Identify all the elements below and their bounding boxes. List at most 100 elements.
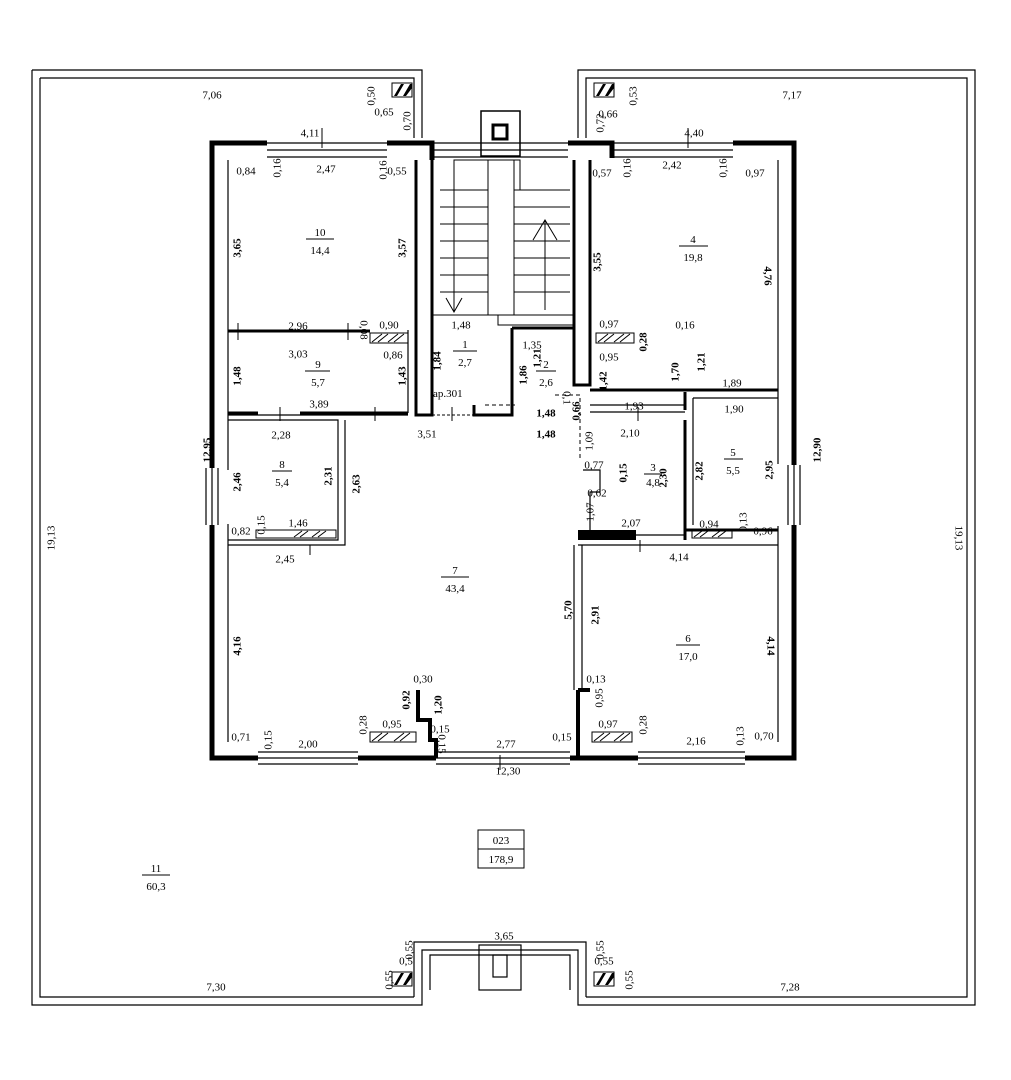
dimension-label: 3,51 [417, 429, 436, 441]
dimension-label: 0,30 [413, 674, 433, 686]
plan-code-box: 023 178,9 [477, 829, 525, 869]
dimension-label: 0,16 [378, 160, 390, 180]
dimension-label: 0,66 [598, 109, 618, 121]
room-area: 2,6 [539, 377, 553, 389]
staircase [432, 159, 581, 460]
dimension-label: 0,1 [560, 391, 572, 405]
dimension-label: 0,66 [571, 401, 583, 421]
dimension-label: 1,20 [433, 695, 445, 715]
dimension-label: 1,35 [522, 340, 542, 352]
dimension-label: 2,31 [323, 466, 335, 485]
dimension-label: 1,48 [536, 429, 556, 441]
dimension-label: 1,70 [670, 362, 682, 382]
room-area: 19,8 [683, 252, 703, 264]
dimension-label: 0,77 [584, 460, 604, 472]
dimension-label: 0,70 [754, 731, 774, 743]
dimension-label: 1,48 [232, 366, 244, 386]
dimension-label: 3,03 [288, 349, 308, 361]
dimension-label: 1,48 [536, 408, 556, 420]
room-label-3: 3 4,8 [646, 462, 660, 489]
dimension-label: 0,94 [699, 519, 719, 531]
dimension-label: 0,15 [256, 515, 268, 535]
room-area: 17,0 [678, 651, 698, 663]
dimension-label: 0,70 [402, 111, 414, 131]
dimension-label: 1,43 [397, 366, 409, 386]
dimension-label: 2,63 [351, 474, 363, 494]
dimension-label: 0,55 [387, 166, 407, 178]
room-label-9: 9 5,7 [311, 359, 325, 389]
room-area: 5,5 [726, 465, 740, 477]
dimension-label: 2,91 [590, 605, 602, 624]
dimension-label: 3,65 [494, 931, 514, 943]
dimension-label: 0,65 [374, 107, 394, 119]
dimension-label: 0,97 [599, 319, 619, 331]
dimension-label: 0,97 [598, 719, 618, 731]
dimension-label: 2,45 [275, 554, 295, 566]
flue-boxes [391, 82, 615, 987]
room-label-7: 7 43,4 [445, 565, 465, 595]
dimension-label: 0,72 [595, 113, 607, 132]
dimension-label: 0,95 [594, 688, 606, 708]
dimension-label: 0,71 [231, 732, 250, 744]
wall-stubs [416, 688, 590, 758]
dimension-label: 1,86 [518, 365, 530, 385]
dimension-label: 2,00 [298, 739, 318, 751]
dimension-label: 0,84 [236, 166, 256, 178]
dimension-label: 0,5 [399, 956, 413, 968]
dimension-label: 1,48 [451, 320, 471, 332]
dimension-label: 0,08 [357, 320, 369, 340]
dimension-label: 2,46 [232, 472, 244, 492]
room-area: 43,4 [445, 583, 465, 595]
dimension-label: 1,42 [598, 371, 610, 391]
dimension-ticks [237, 128, 689, 770]
room-label-11: 11 60,3 [146, 863, 166, 893]
room-label-2: 2 2,6 [539, 359, 553, 389]
dimension-label: 1,09 [584, 431, 596, 451]
dimension-label: 0,15 [552, 732, 572, 744]
dimension-label: 0,55 [594, 956, 614, 968]
dimension-label: 0,13 [735, 726, 747, 746]
dimension-label: 7,28 [780, 982, 800, 994]
dimension-label: 0,13 [586, 674, 606, 686]
dimension-label: 0,16 [718, 158, 730, 178]
dimension-label: 1,84 [432, 351, 444, 371]
dimension-label: 12,30 [496, 766, 521, 778]
dimension-label: 0,15 [618, 463, 630, 483]
dimension-label: 0,50 [366, 86, 378, 106]
dimension-label: 2,96 [288, 321, 308, 333]
room-area: 60,3 [146, 881, 166, 893]
dimension-label: 1,93 [624, 401, 644, 413]
dimension-label: 0,92 [401, 690, 413, 710]
dimension-label: 0,95 [599, 352, 619, 364]
dimension-label: 0,62 [587, 488, 606, 500]
room-number: 3 [650, 462, 656, 474]
chimney-bottom [478, 944, 522, 991]
interior-partitions [228, 160, 778, 540]
stair-mark: ар.301 [433, 388, 463, 400]
dimension-label: 4,14 [669, 552, 689, 564]
dimension-label: 0,95 [382, 719, 402, 731]
dimension-label: 2,30 [658, 468, 670, 488]
dimension-label: 0,57 [592, 168, 612, 180]
dimension-label: 0,55 [624, 970, 636, 990]
dimension-label: 0,15 [430, 724, 450, 736]
room-label-1: 1 2,7 [458, 339, 472, 369]
dimension-label: 1,46 [288, 518, 308, 530]
room-number: 8 [279, 459, 285, 471]
dimension-label: 3,57 [397, 238, 409, 258]
room-area: 5,7 [311, 377, 325, 389]
room-number: 1 [462, 339, 468, 351]
outer-boundary [31, 69, 976, 1006]
dimension-label: 1,89 [722, 378, 742, 390]
dimension-label: 0,28 [638, 715, 650, 735]
dimension-label: 0,55 [595, 940, 607, 960]
dimension-label: 2,10 [620, 428, 640, 440]
dimension-label: 0,53 [628, 86, 640, 106]
dimension-label: 12,90 [812, 437, 824, 462]
room-number: 2 [543, 359, 549, 371]
room-number: 10 [315, 227, 327, 239]
room-label-rules [142, 238, 743, 876]
dimension-label: 5,70 [563, 600, 575, 620]
dimension-label: 4,40 [684, 128, 704, 140]
